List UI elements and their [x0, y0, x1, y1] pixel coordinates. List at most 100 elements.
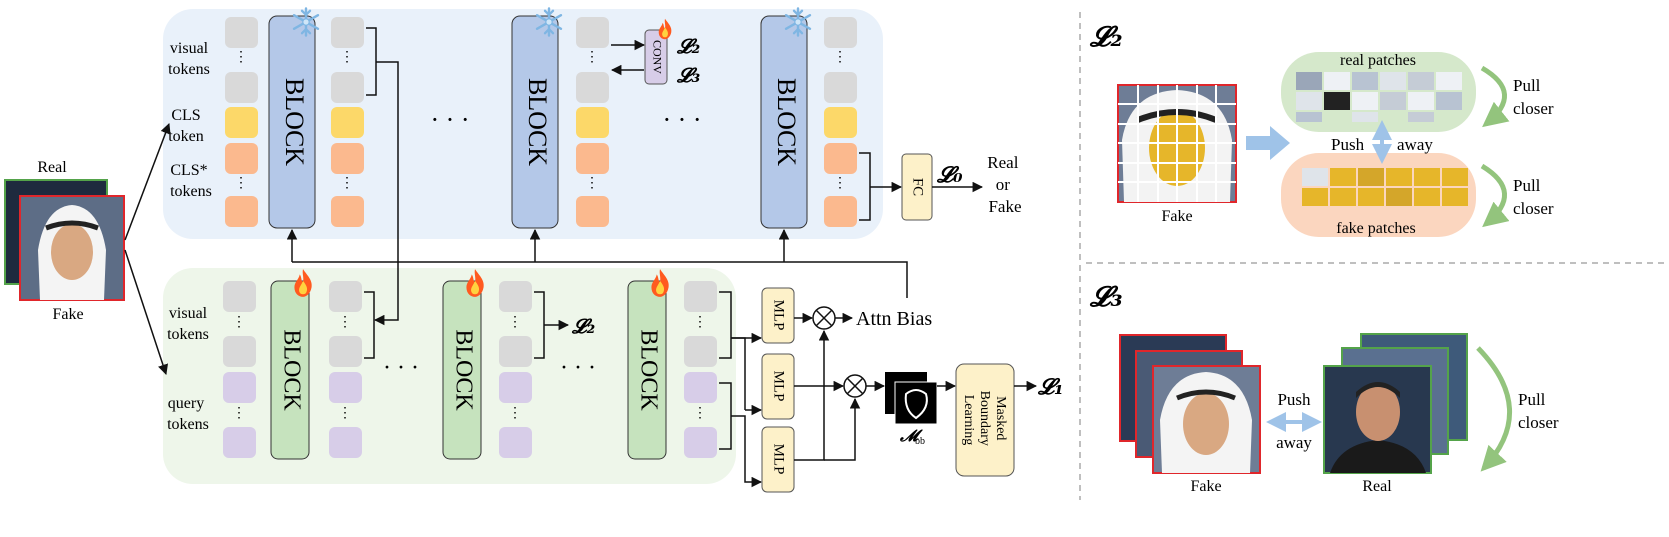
top-visual-tokens-label-2: tokens — [168, 61, 210, 78]
top-ellipsis-1: · · · — [431, 105, 470, 134]
mbl-label-2: Boundary — [977, 391, 992, 446]
svg-text:⋮: ⋮ — [833, 50, 847, 65]
attn-bias-label: Attn Bias — [856, 308, 932, 330]
top-token-column-1: ⋮ ⋮ — [225, 17, 258, 227]
l2-push-label: Push — [1331, 135, 1365, 154]
mask-sub-label: bb — [915, 436, 925, 447]
svg-text:visual tokens query: visual tokens query tokens — [167, 305, 213, 433]
bottom-block-2 — [442, 280, 482, 460]
svg-text:⋮: ⋮ — [585, 50, 599, 65]
bottom-bracket-3 — [719, 291, 732, 359]
bottom-loss2-label: 𝓛₂ — [571, 314, 596, 338]
input-to-bottom-arrow — [124, 249, 169, 375]
bottom-visual-tokens-label-1: visual — [169, 305, 208, 322]
l2-closer-label-1: closer — [1513, 99, 1554, 118]
l2-closer-label-2: closer — [1513, 199, 1554, 218]
input-to-top-arrow — [124, 123, 171, 241]
l3-away-label: away — [1276, 433, 1312, 452]
svg-text:⋮: ⋮ — [693, 315, 707, 330]
l3-fake-label: Fake — [1190, 478, 1221, 495]
fake-input-face — [51, 224, 93, 280]
svg-text:⋮: ⋮ — [232, 406, 246, 421]
top-block-2 — [511, 15, 559, 229]
svg-text:⋮: ⋮ — [833, 176, 847, 191]
top-token-column-3: ⋮ ⋮ — [576, 17, 609, 227]
l2-split-arrow — [1246, 126, 1290, 160]
bottom-block-3 — [627, 280, 667, 460]
svg-text:⋮: ⋮ — [338, 406, 352, 421]
svg-text:⋮: ⋮ — [693, 406, 707, 421]
bottom-token-column-2: ⋮ ⋮ — [329, 281, 362, 458]
l2-away-label: away — [1397, 135, 1433, 154]
mbl-label-3: Learning — [961, 395, 976, 446]
output-fake: Fake — [988, 197, 1021, 216]
bottom-block-1-label: BLOCK — [278, 329, 304, 411]
svg-text:⋮: ⋮ — [234, 50, 248, 65]
bottom-token-column-3: ⋮ ⋮ — [499, 281, 532, 458]
masked-boundary-learning-module — [955, 363, 1015, 477]
bottom-block-1 — [270, 280, 310, 460]
bottom-ellipsis-2: · · · — [560, 355, 596, 381]
top-loss3-label: 𝓛₃ — [676, 63, 701, 87]
l3-push-label: Push — [1277, 390, 1311, 409]
output-or: or — [996, 175, 1011, 194]
cls-token-label-1: CLS — [171, 107, 200, 124]
svg-text:⋮: ⋮ — [508, 315, 522, 330]
mlp-2-label: MLP — [771, 371, 787, 402]
panel-l2-title: 𝓛₂ — [1089, 20, 1123, 53]
cls-token-label-2: token — [168, 128, 204, 145]
top-visual-tokens-label-1: visual — [170, 40, 209, 57]
l3-real-label: Real — [1362, 478, 1392, 495]
cls-star-tokens-label-2: tokens — [170, 183, 212, 200]
svg-text:⋮: ⋮ — [508, 406, 522, 421]
top-token-column-4: ⋮ ⋮ — [824, 17, 857, 227]
bottom-token-column-1: ⋮ ⋮ — [223, 281, 256, 458]
mlp-1-label: MLP — [771, 300, 787, 331]
query-tokens-label-2: tokens — [167, 416, 209, 433]
fake-patches-label: fake patches — [1336, 220, 1416, 237]
top-ellipsis-2: · · · — [663, 105, 702, 134]
l3-pull-label: Pull — [1518, 390, 1546, 409]
output-real: Real — [987, 153, 1018, 172]
l2-pull-closer-arrow-fake — [1480, 163, 1510, 228]
mlp-1 — [761, 287, 795, 344]
fake-input-label: Fake — [52, 306, 83, 323]
real-patches-label: real patches — [1340, 52, 1416, 69]
svg-text:Pull closer: Pull closer — [1513, 176, 1554, 218]
loss1-label: 𝓛₁ — [1037, 374, 1064, 400]
top-block-3 — [760, 15, 808, 229]
bottom-visual-tokens-label-2: tokens — [167, 326, 209, 343]
svg-text:Masked Boundary Learni: Masked Boundary Learning — [961, 391, 1008, 450]
svg-text:Real or Fake: Real or Fake — [987, 153, 1022, 216]
bottom-block-3-label: BLOCK — [635, 329, 661, 411]
fake-patches — [1302, 168, 1468, 206]
bottom-ellipsis-1: · · · — [383, 355, 419, 381]
top-block-1 — [268, 15, 316, 229]
boundary-mask-stack — [885, 372, 938, 425]
panel-l3-title: 𝓛₃ — [1089, 280, 1123, 313]
input-images: Real Fake — [4, 159, 125, 323]
top-to-bottom-arrow — [373, 61, 399, 326]
query-tokens-label-1: query — [168, 395, 204, 412]
bottom-token-column-4: ⋮ ⋮ — [684, 281, 717, 458]
svg-text:Pull closer: Pull closer — [1513, 76, 1554, 118]
l2-fake-face-grid — [1117, 84, 1237, 203]
l2-pull-label-1: Pull — [1513, 76, 1541, 95]
svg-text:visual tokens CLS: visual tokens CLS token CLS* tokens — [168, 40, 214, 200]
svg-text:⋮: ⋮ — [340, 50, 354, 65]
l2-pull-closer-arrow-real — [1480, 65, 1510, 128]
top-block-2-label: BLOCK — [523, 78, 552, 166]
top-token-column-2: ⋮ ⋮ — [331, 17, 364, 227]
l2-pull-label-2: Pull — [1513, 176, 1541, 195]
mbl-label-1: Masked — [993, 396, 1008, 440]
conv-module — [644, 29, 668, 85]
svg-text:⋮: ⋮ — [340, 176, 354, 191]
real-input-label: Real — [37, 159, 67, 176]
fc-label: FC — [910, 178, 926, 196]
cls-star-tokens-label-1: CLS* — [170, 162, 207, 179]
l3-closer-label: closer — [1518, 413, 1559, 432]
query-to-mlp3-arrow — [731, 415, 763, 488]
l2-fake-label: Fake — [1161, 208, 1192, 225]
bottom-block-2-label: BLOCK — [450, 329, 476, 411]
